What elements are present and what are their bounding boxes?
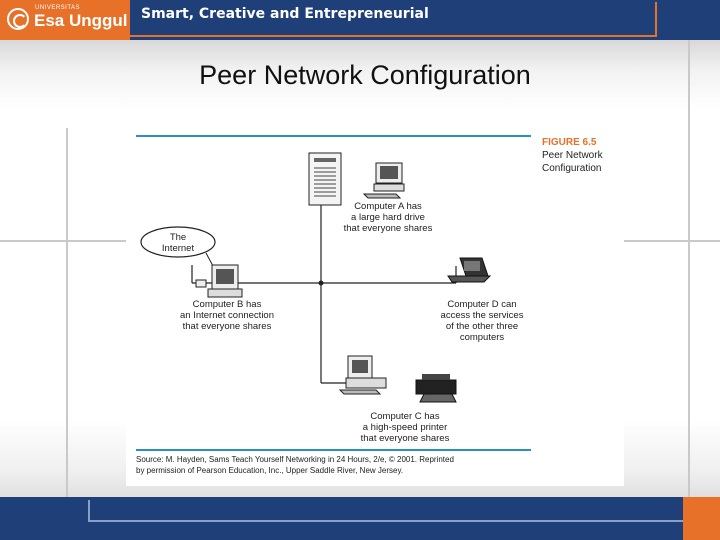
desktop-computer-icon [362, 162, 405, 199]
header-frame [130, 2, 657, 37]
computer-d-label-line4: computers [460, 332, 505, 343]
divider [0, 240, 126, 242]
header-bar: UNIVERSITAS Esa Unggul Smart, Creative a… [0, 0, 720, 40]
computer-c-label-line1: Computer C has [370, 411, 439, 422]
computer-c-label-line2: a high-speed printer [363, 422, 448, 433]
logo-small-text: UNIVERSITAS [35, 5, 81, 11]
computer-a-label-line2: a large hard drive [351, 212, 425, 223]
computer-d-label-line3: of the other three [446, 321, 518, 332]
footer-frame [88, 500, 720, 522]
logo-text: Esa Unggul [34, 11, 128, 30]
network-junction [318, 280, 324, 286]
computer-c-label-line3: that everyone shares [361, 433, 450, 444]
computer-b-label-line2: an Internet connection [180, 310, 274, 321]
computer-d-label-line1: Computer D can [447, 299, 516, 310]
figure-caption-line1: Peer Network [542, 150, 604, 161]
divider [66, 128, 68, 498]
source-line1: Source: M. Hayden, Sams Teach Yourself N… [136, 455, 454, 464]
internet-connection-line [205, 252, 214, 267]
network-figure: FIGURE 6.5 Peer Network Configuration [126, 128, 624, 486]
computer-d-label-line2: access the services [441, 310, 524, 321]
figure-caption-line2: Configuration [542, 163, 601, 174]
logo-emblem-icon [7, 8, 29, 30]
figure-label: FIGURE 6.5 [542, 137, 597, 148]
divider [688, 40, 690, 500]
internet-label-line1: The [170, 232, 186, 243]
divider [624, 240, 720, 242]
header-tagline: Smart, Creative and Entrepreneurial [141, 6, 429, 22]
server-icon [308, 152, 342, 206]
footer-bar [0, 497, 720, 540]
computer-a-label-line3: that everyone shares [344, 223, 433, 234]
computer-b-label-line3: that everyone shares [183, 321, 272, 332]
computer-b-label-line1: Computer B has [193, 299, 262, 310]
computer-c-icon [338, 355, 387, 395]
footer-accent [683, 497, 720, 540]
computer-a-label-line1: Computer A has [354, 201, 422, 212]
slide-title: Peer Network Configuration [199, 60, 531, 90]
internet-label-line2: Internet [162, 243, 195, 254]
laptop-icon [447, 257, 492, 283]
computer-b-icon [195, 264, 243, 298]
internet-cloud-icon [140, 226, 216, 258]
university-logo: UNIVERSITAS Esa Unggul [0, 0, 130, 40]
source-line2: by permission of Pearson Education, Inc.… [136, 466, 403, 475]
printer-icon [415, 374, 457, 403]
